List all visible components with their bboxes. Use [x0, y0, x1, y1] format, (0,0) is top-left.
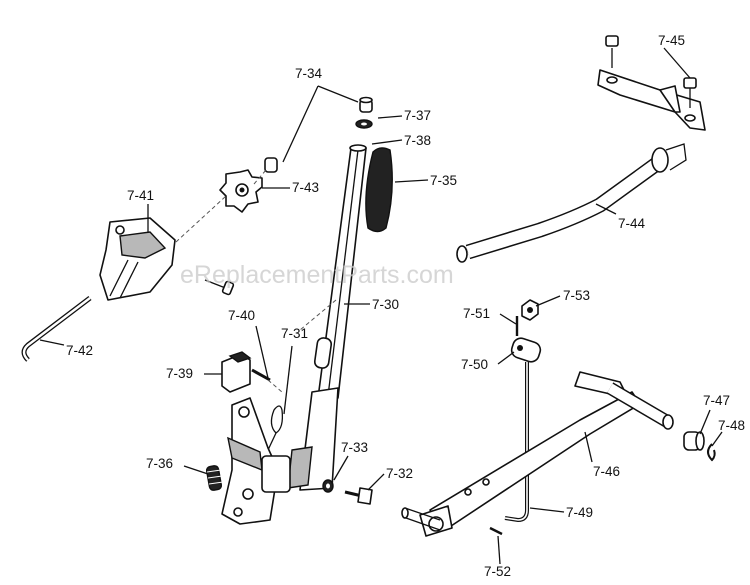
washer-7-33 — [322, 479, 334, 493]
clip-7-48 — [707, 443, 716, 462]
cotter-pin-7-31 — [267, 405, 284, 451]
callout-7-34: 7-34 — [295, 66, 323, 81]
callout-7-47: 7-47 — [703, 393, 730, 408]
callout-7-43: 7-43 — [292, 180, 319, 195]
callout-7-38: 7-38 — [404, 133, 431, 148]
washer-7-37 — [355, 119, 373, 129]
callout-7-53: 7-53 — [563, 288, 590, 303]
callout-7-52: 7-52 — [484, 564, 511, 579]
callout-7-42: 7-42 — [66, 343, 93, 358]
callout-7-44: 7-44 — [618, 216, 646, 231]
bracket-7-41 — [99, 217, 176, 301]
callout-7-51: 7-51 — [463, 306, 490, 321]
callout-7-32: 7-32 — [386, 466, 413, 481]
bolt-7-41 — [204, 279, 235, 296]
callout-7-40: 7-40 — [228, 308, 255, 323]
callout-7-41: 7-41 — [127, 188, 154, 203]
bolt-7-32 — [344, 487, 373, 505]
callout-labels: 7-34 7-37 7-38 7-35 7-43 7-41 7-30 7-40 … — [66, 33, 745, 579]
pin-7-40 — [251, 368, 271, 382]
cross-shaft-7-46 — [574, 371, 674, 430]
spacer-7-34 — [264, 157, 278, 173]
callout-7-45: 7-45 — [658, 33, 685, 48]
rod-7-49 — [504, 362, 529, 523]
alignment-lines — [175, 169, 337, 393]
top-bushing-7-34 — [359, 96, 373, 113]
pin-7-52 — [489, 526, 503, 536]
callout-7-50: 7-50 — [461, 357, 488, 372]
shaft-7-44 — [456, 143, 687, 263]
star-knob-7-43 — [219, 169, 263, 213]
callout-7-39: 7-39 — [166, 366, 193, 381]
grip-7-35 — [365, 147, 393, 233]
rod-7-42 — [21, 296, 92, 362]
callout-7-49: 7-49 — [566, 505, 593, 520]
nut-7-53 — [521, 299, 539, 321]
callout-7-35: 7-35 — [430, 173, 457, 188]
callout-7-33: 7-33 — [341, 440, 368, 455]
callout-7-46: 7-46 — [593, 464, 620, 479]
callout-7-30: 7-30 — [372, 297, 399, 312]
block-7-39 — [221, 351, 252, 393]
spring-7-36 — [205, 465, 224, 491]
callout-7-37: 7-37 — [404, 108, 431, 123]
hand-lever-7-30 — [287, 144, 367, 491]
watermark: eReplacementParts.com — [180, 261, 454, 289]
leader-lines — [39, 47, 723, 565]
swivel-7-50 — [510, 337, 542, 363]
link-plate — [221, 397, 291, 525]
callout-7-48: 7-48 — [718, 418, 745, 433]
callout-7-31: 7-31 — [281, 326, 308, 341]
mount-bracket-7-45 — [597, 35, 706, 131]
bushing-7-47 — [683, 431, 705, 451]
callout-7-36: 7-36 — [146, 456, 173, 471]
